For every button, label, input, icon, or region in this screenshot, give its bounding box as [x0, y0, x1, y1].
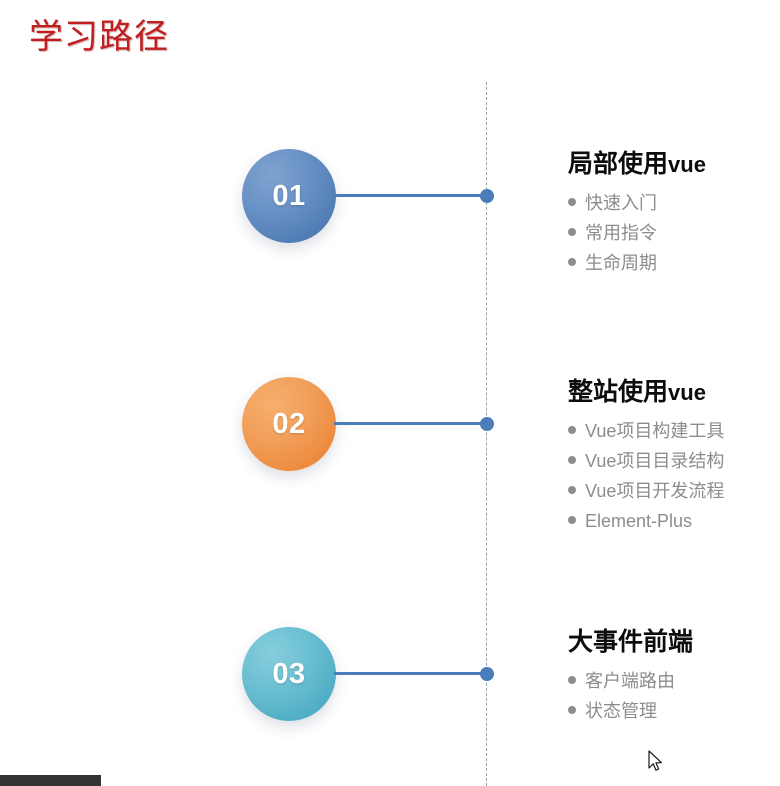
step-number-circle-03[interactable]: 03 [242, 627, 336, 721]
step-content-2: 整站使用vue Vue项目构建工具 Vue项目目录结构 Vue项目开发流程 E [568, 375, 780, 536]
step-heading-1: 局部使用vue [568, 147, 780, 182]
step-number-label: 03 [272, 657, 306, 690]
step-content-1: 局部使用vue 快速入门 常用指令 生命周期 [568, 147, 780, 278]
step-connector-line [334, 194, 488, 197]
bullet-dot-icon [568, 456, 576, 464]
bullet-dot-icon [568, 426, 576, 434]
list-item: 客户端路由 [568, 666, 780, 696]
step-connector-line [334, 672, 488, 675]
step-heading-latin: vue [668, 380, 706, 405]
bullet-dot-icon [568, 516, 576, 524]
step-connector-dot [480, 667, 494, 681]
bullet-label: 客户端路由 [585, 671, 675, 691]
step-heading-cn: 整站使用 [568, 378, 669, 406]
bullet-dot-icon [568, 258, 576, 266]
bullet-dot-icon [568, 198, 576, 206]
step-connector-dot [480, 417, 494, 431]
bullet-dot-icon [568, 228, 576, 236]
list-item: Vue项目目录结构 [568, 446, 780, 476]
bullet-dot-icon [568, 486, 576, 494]
bullet-label: 状态管理 [585, 701, 657, 721]
step-number-label: 02 [272, 407, 306, 440]
list-item: 快速入门 [568, 188, 780, 218]
bullet-dot-icon [568, 676, 576, 684]
step-number-label: 01 [272, 179, 306, 212]
step-heading-latin: vue [668, 152, 706, 177]
step-connector-dot [480, 189, 494, 203]
mouse-cursor-icon [648, 750, 664, 774]
page-title: 学习路径 [29, 18, 169, 56]
bullet-label: 快速入门 [585, 193, 657, 213]
bullet-label: Vue项目构建工具 [585, 421, 725, 441]
list-item: Vue项目构建工具 [568, 416, 780, 446]
bullet-label: 常用指令 [585, 223, 657, 243]
list-item: 生命周期 [568, 248, 780, 278]
bottom-toolbar-strip [0, 775, 101, 786]
bullet-label: 生命周期 [585, 253, 657, 273]
bullet-label: Vue项目开发流程 [585, 481, 725, 501]
bullet-dot-icon [568, 706, 576, 714]
timeline-dashed-axis [486, 82, 487, 786]
step-heading-cn: 局部使用 [568, 150, 669, 178]
bullet-label: Element-Plus [585, 511, 693, 531]
list-item: Element-Plus [568, 506, 780, 536]
step-bullet-list-3: 客户端路由 状态管理 [568, 666, 780, 726]
step-number-circle-02[interactable]: 02 [242, 377, 336, 471]
list-item: Vue项目开发流程 [568, 476, 780, 506]
step-bullet-list-2: Vue项目构建工具 Vue项目目录结构 Vue项目开发流程 Element-Pl… [568, 416, 780, 536]
bullet-label: Vue项目目录结构 [585, 451, 725, 471]
step-number-circle-01[interactable]: 01 [242, 149, 336, 243]
step-heading-2: 整站使用vue [568, 375, 780, 410]
step-heading-cn: 大事件前端 [568, 628, 694, 656]
step-heading-3: 大事件前端 [568, 625, 780, 660]
list-item: 常用指令 [568, 218, 780, 248]
step-content-3: 大事件前端 客户端路由 状态管理 [568, 625, 780, 726]
step-connector-line [334, 422, 488, 425]
list-item: 状态管理 [568, 696, 780, 726]
step-bullet-list-1: 快速入门 常用指令 生命周期 [568, 188, 780, 278]
